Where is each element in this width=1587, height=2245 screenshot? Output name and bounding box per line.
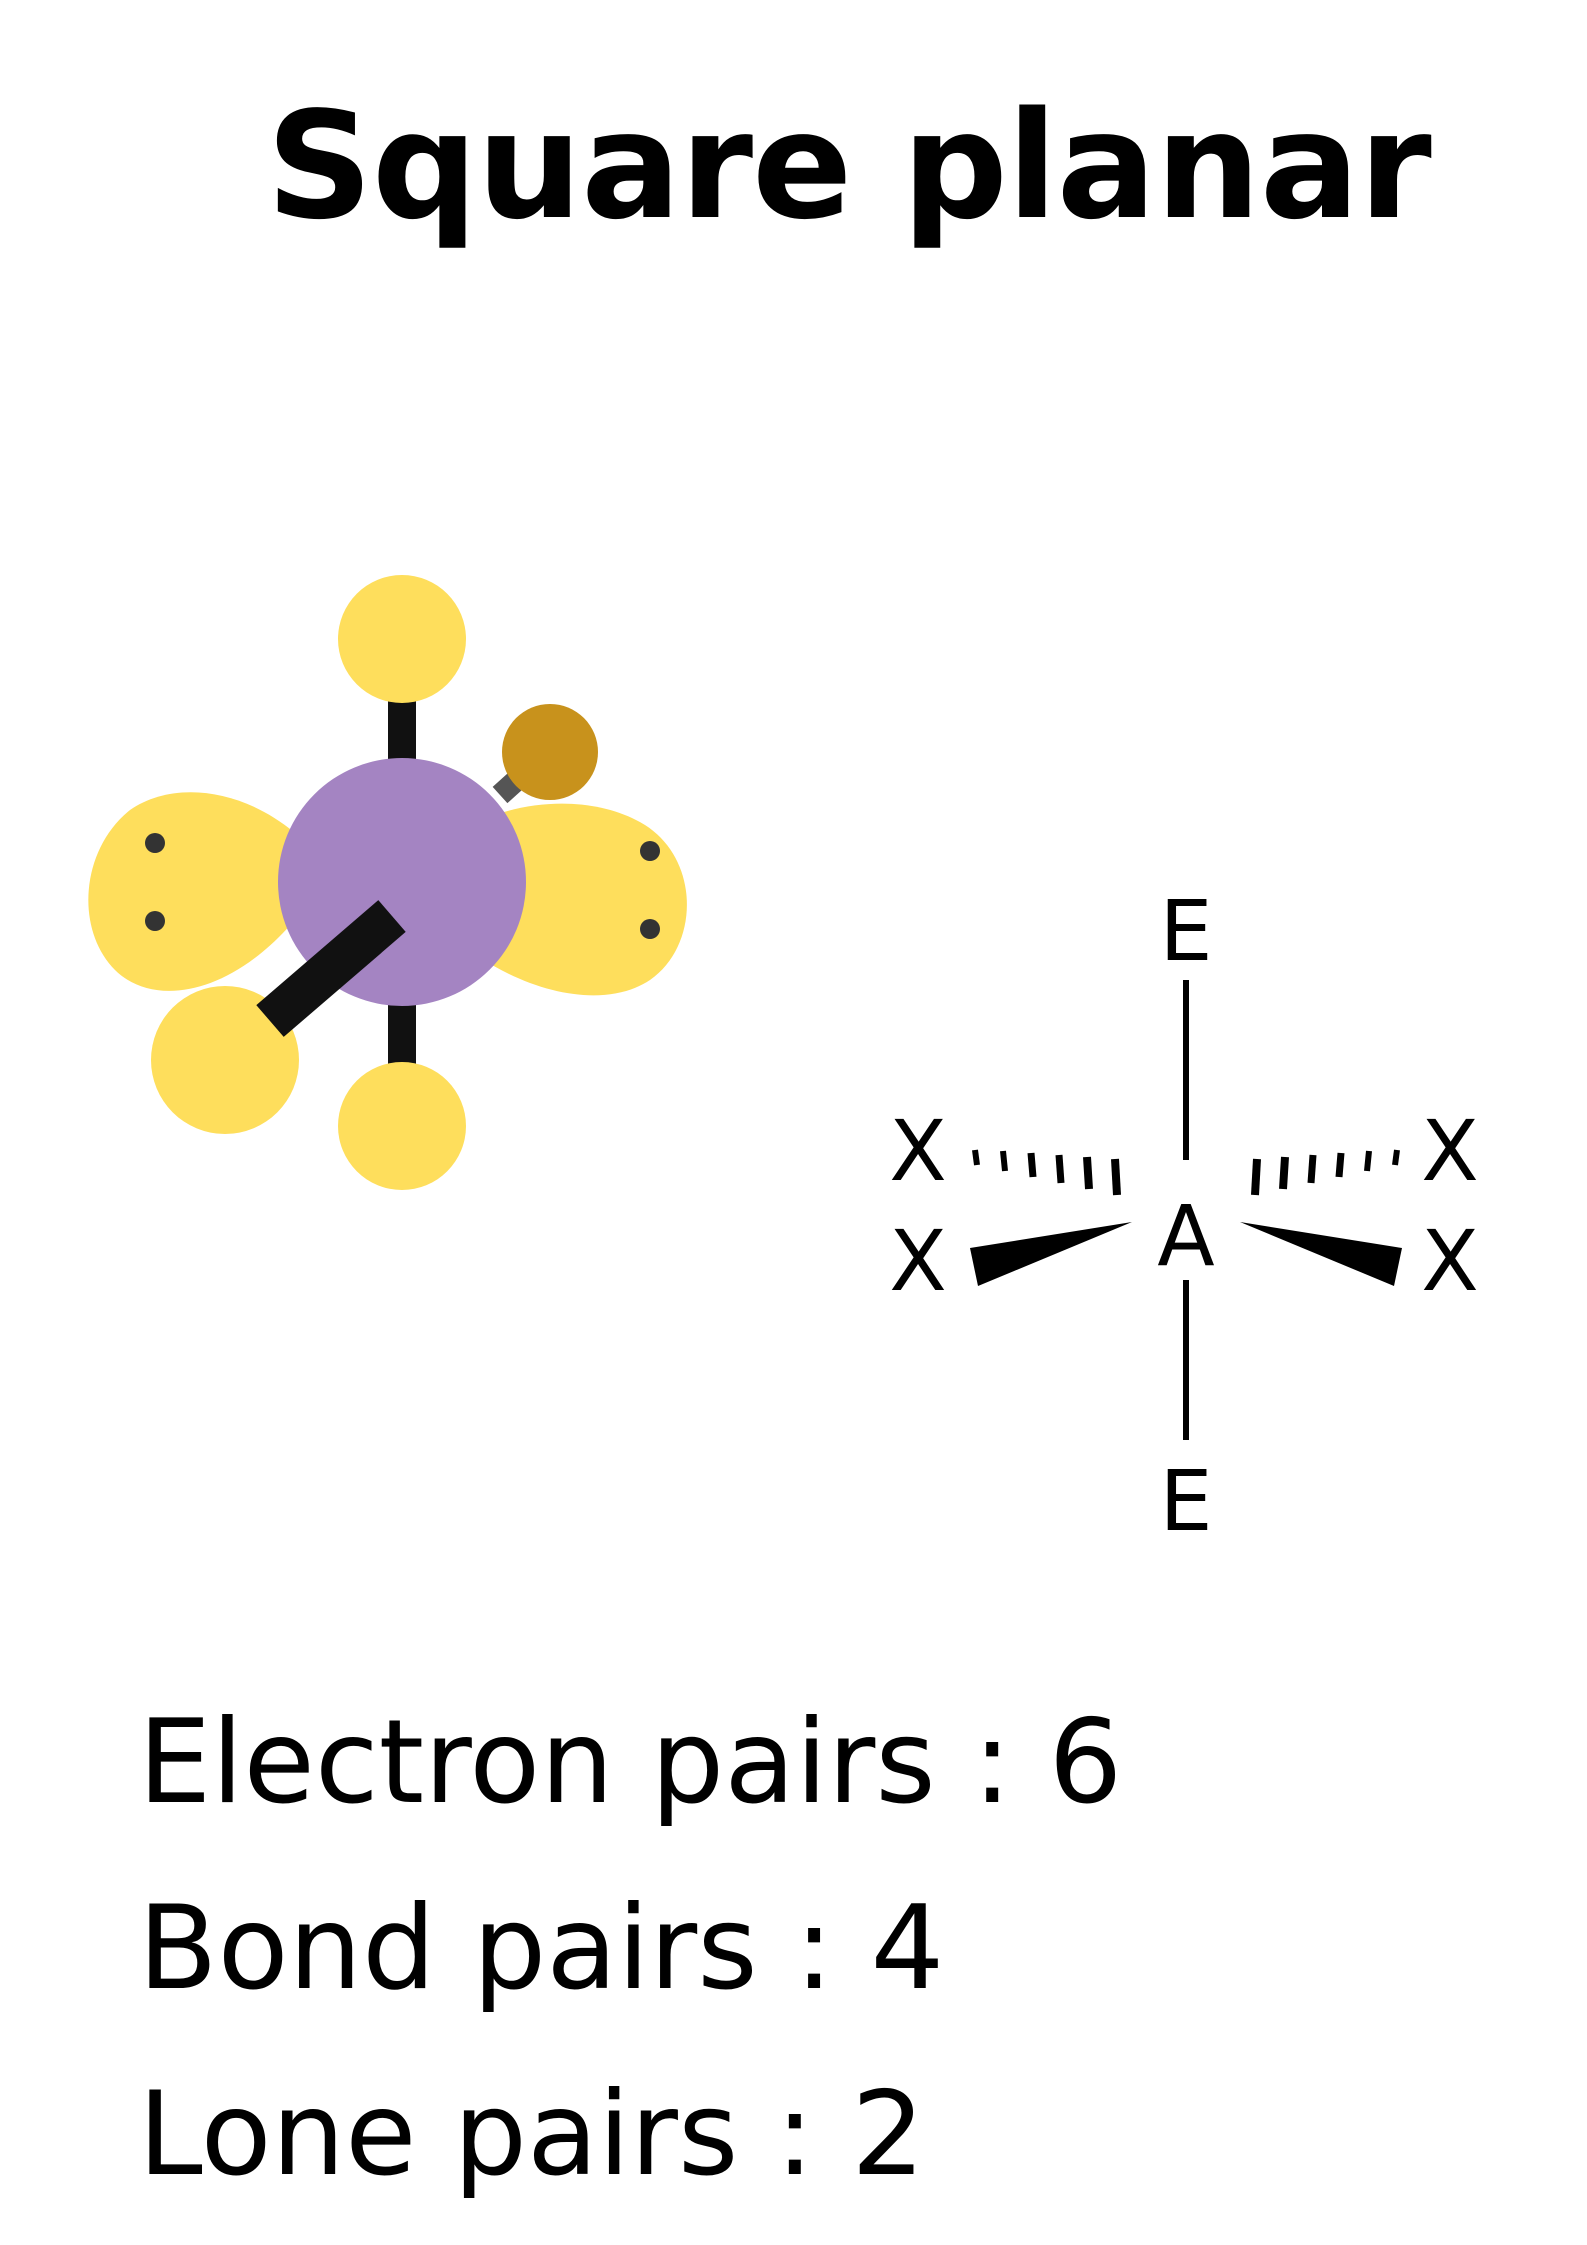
electron-dot — [640, 919, 660, 939]
back-ligand-atom — [502, 704, 598, 800]
bond-bottom — [388, 1000, 416, 1070]
left-lone-pair-lobe — [88, 792, 330, 991]
axe-structure-diagram: E A E X X X X — [889, 882, 1479, 1550]
ball-and-stick-model — [88, 575, 687, 1190]
central-a-label: A — [1157, 1187, 1214, 1285]
electron-dot — [640, 841, 660, 861]
lower-left-x-label: X — [889, 1212, 947, 1310]
upper-left-x-label: X — [889, 1102, 947, 1200]
dashed-wedge-right — [1251, 1149, 1400, 1196]
ligand-atom-bottom — [338, 1062, 466, 1190]
electron-pairs-text: Electron pairs : 6 — [138, 1695, 1123, 1830]
lone-pairs-text: Lone pairs : 2 — [138, 2067, 926, 2202]
bond-front — [256, 900, 406, 1037]
ligand-atom-front — [151, 986, 299, 1134]
upper-right-x-label: X — [1421, 1102, 1479, 1200]
top-e-label: E — [1159, 882, 1212, 980]
solid-wedge-left — [970, 1222, 1132, 1286]
lower-right-x-label: X — [1421, 1212, 1479, 1310]
dashed-wedge-left — [972, 1149, 1121, 1196]
page-title: Square planar — [266, 80, 1431, 252]
bond-pairs-text: Bond pairs : 4 — [138, 1881, 945, 2016]
ligand-atom-top — [338, 575, 466, 703]
electron-dot — [145, 911, 165, 931]
pair-counts: Electron pairs : 6 Bond pairs : 4 Lone p… — [138, 1670, 1122, 2228]
solid-wedge-right — [1240, 1222, 1402, 1286]
bottom-e-label: E — [1159, 1452, 1212, 1550]
electron-dot — [145, 833, 165, 853]
